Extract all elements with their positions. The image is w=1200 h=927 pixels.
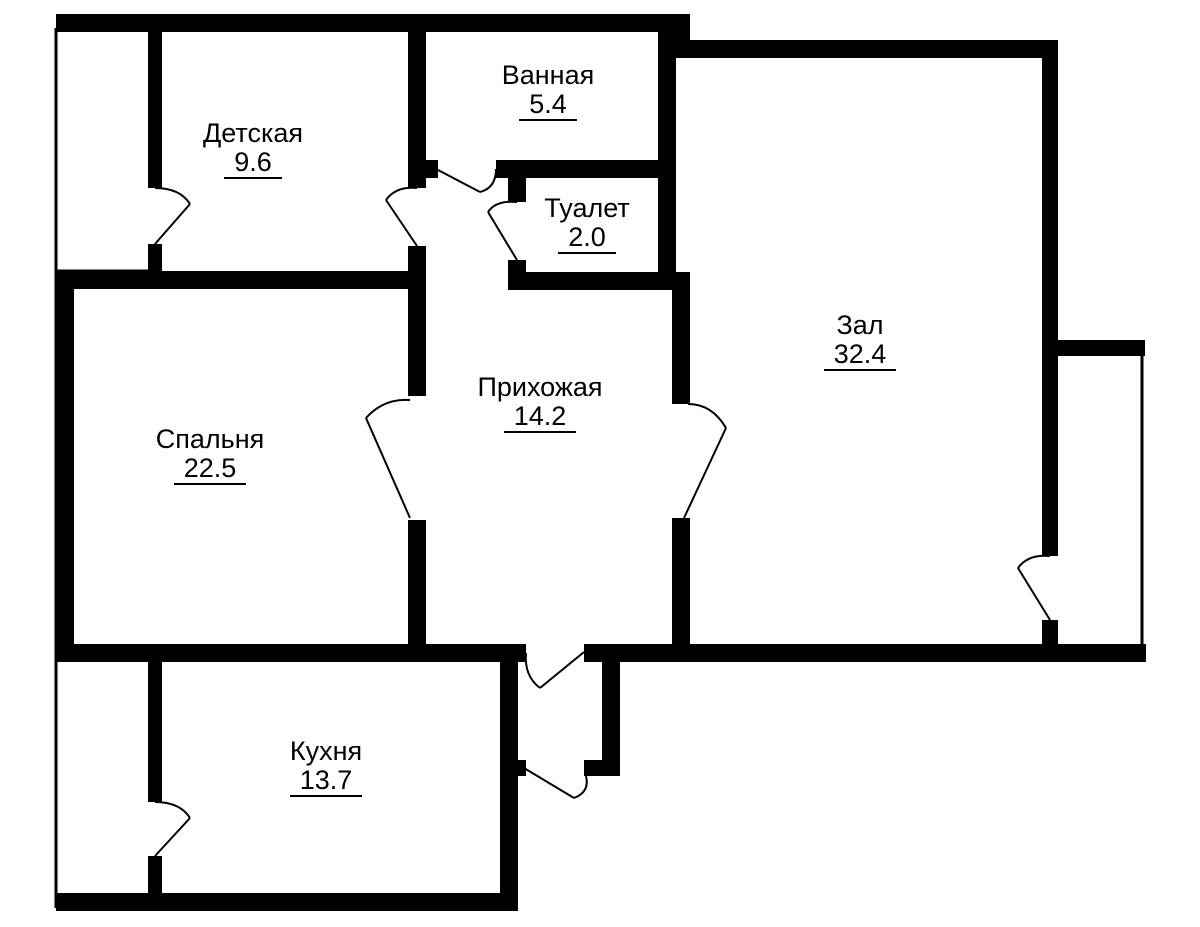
room-area: 13.7	[289, 766, 363, 797]
room-name: Детская	[202, 118, 303, 148]
room-name: Спальня	[155, 424, 265, 454]
room-label-detskaya: Детская 9.6	[173, 118, 333, 179]
doors	[154, 168, 1051, 857]
door-kitchen	[154, 801, 191, 857]
door-entrance	[524, 651, 585, 689]
door-vestibule	[523, 767, 588, 799]
room-label-prihozhaya: Прихожая 14.2	[455, 372, 625, 433]
door-hall	[683, 403, 727, 519]
room-label-zal: Зал 32.4	[800, 310, 920, 371]
room-area: 2.0	[558, 223, 616, 254]
room-area: 32.4	[823, 340, 897, 371]
thick-walls	[56, 14, 1146, 911]
room-area: 9.6	[224, 148, 282, 179]
room-label-tualet: Туалет 2.0	[517, 193, 657, 254]
door-bathroom	[437, 168, 497, 193]
room-area: 22.5	[173, 454, 247, 485]
room-name: Туалет	[544, 193, 630, 223]
room-label-kuhnya: Кухня 13.7	[246, 736, 406, 797]
room-area: 14.2	[503, 402, 577, 433]
room-name: Прихожая	[477, 372, 603, 402]
door-balcony	[1017, 554, 1051, 621]
room-name: Ванная	[501, 60, 595, 90]
door-toilet	[487, 200, 518, 261]
room-label-spalnya: Спальня 22.5	[130, 424, 290, 485]
room-area: 5.4	[519, 90, 577, 121]
room-name: Зал	[836, 310, 884, 340]
room-label-vannaya: Ванная 5.4	[468, 60, 628, 121]
door-bedroom	[365, 398, 411, 519]
door-child-room-inner	[385, 186, 418, 247]
room-name: Кухня	[289, 736, 363, 766]
door-child-room	[154, 187, 191, 245]
